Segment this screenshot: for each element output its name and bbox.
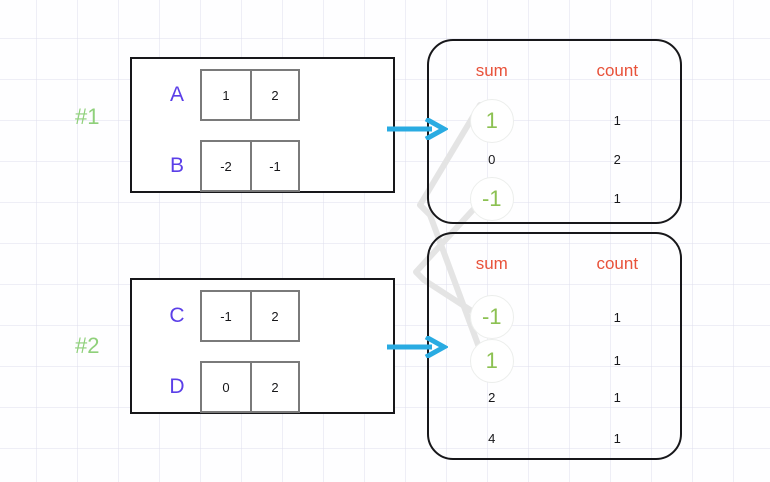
cell-d-1: 2 [250,363,298,411]
cell-a-1: 2 [250,71,298,119]
highlight-circle-1-0: 1 [469,98,514,143]
table-row: 4 1 [429,413,680,463]
count-value-2-1: 1 [613,353,621,368]
cell-group-d: 0 2 [200,361,300,413]
highlight-circle-2-1: 1 [469,338,514,383]
matrix-panel-group-2: C -1 2 D 0 2 [130,278,395,414]
row-label-d: D [169,375,185,398]
table-row: 1 1 [429,98,680,143]
cell-group-b: -2 -1 [200,140,300,192]
highlight-circle-1-2: -1 [469,176,514,221]
group-tag-1: #1 [75,104,100,129]
column-header-sum-1: sum [475,61,508,80]
row-label-a: A [169,83,184,106]
sum-value-2-2: 2 [488,389,496,405]
cell-a-0: 1 [222,87,230,103]
matrix-row-a: A 1 2 [154,69,300,121]
table-row: 1 1 [429,338,680,383]
cell-b-1: -1 [250,142,298,190]
count-value-2-2: 1 [613,389,621,405]
cell-d-0: 0 [222,379,230,395]
count-value-2-0: 1 [613,309,621,325]
arrow-group-2 [387,336,448,358]
cell-b-0: -2 [220,158,232,174]
matrix-row-d: D 0 2 [154,361,300,413]
highlight-circle-2-0: -1 [469,295,514,339]
table-row: -1 1 [429,294,680,340]
matrix-row-b: B -2 -1 [154,140,300,192]
matrix-row-c: C -1 2 [154,290,300,342]
cell-group-c: -1 2 [200,290,300,342]
column-header-count-1: count [596,61,639,80]
count-value-1-0: 1 [613,113,621,128]
result-table-1-header: sum count [429,61,680,81]
count-value-2-3: 1 [613,430,621,446]
sum-value-1-2: -1 [429,176,555,221]
sum-value-2-3: 4 [488,430,496,446]
sum-value-1-1: 0 [488,152,496,167]
result-table-1-body: 1 1 0 2 -1 1 [429,98,680,221]
count-value-1-2: 1 [613,191,621,206]
column-header-sum-2: sum [475,254,508,273]
cell-group-a: 1 2 [200,69,300,121]
result-table-2-header: sum count [429,254,680,274]
row-label-c: C [169,304,185,327]
row-label-b: B [169,154,184,177]
table-row: -1 1 [429,176,680,221]
cell-c-0: -1 [220,308,232,324]
matrix-panel-group-1: A 1 2 B -2 -1 [130,57,395,193]
cell-c-1: 2 [250,292,298,340]
result-table-2: sum count -1 1 1 1 2 1 4 1 [427,232,682,460]
column-header-count-2: count [596,254,639,273]
result-table-1: sum count 1 1 0 2 -1 1 [427,39,682,224]
result-table-2-body: -1 1 1 1 2 1 4 1 [429,294,680,463]
table-row: 0 2 [429,140,680,179]
group-tag-2: #2 [75,333,100,358]
arrow-group-1 [387,118,448,140]
table-row: 2 1 [429,381,680,413]
sum-value-2-0: -1 [429,295,555,339]
count-value-1-1: 2 [613,152,621,167]
